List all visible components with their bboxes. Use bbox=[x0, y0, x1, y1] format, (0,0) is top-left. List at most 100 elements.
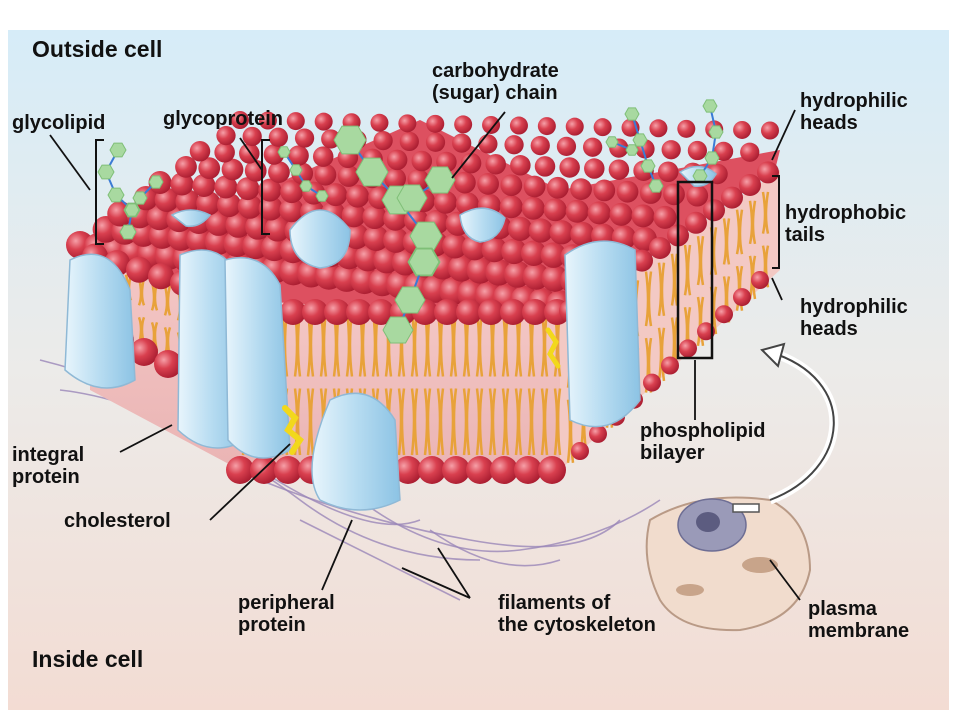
head bbox=[130, 338, 158, 366]
leader-line bbox=[119, 424, 173, 453]
sugar bbox=[692, 169, 708, 183]
head bbox=[280, 299, 306, 325]
head bbox=[433, 190, 457, 214]
head bbox=[583, 137, 603, 157]
filament bbox=[429, 529, 561, 567]
sugar bbox=[124, 203, 140, 217]
sugar bbox=[333, 125, 367, 155]
head bbox=[394, 456, 422, 484]
head bbox=[384, 167, 407, 190]
sugar bbox=[625, 144, 639, 156]
sugar bbox=[708, 125, 724, 139]
glycoprotein-label: glycoprotein bbox=[163, 108, 284, 130]
head bbox=[302, 299, 328, 325]
head bbox=[501, 238, 527, 265]
head bbox=[192, 174, 216, 198]
head bbox=[214, 142, 235, 163]
head bbox=[154, 350, 182, 378]
head bbox=[565, 199, 589, 223]
filament bbox=[259, 479, 621, 548]
sugar bbox=[624, 107, 640, 121]
head bbox=[510, 155, 531, 176]
tail bbox=[556, 388, 562, 456]
leader-line bbox=[401, 567, 471, 599]
tail bbox=[504, 388, 510, 456]
head bbox=[587, 201, 611, 225]
head bbox=[549, 220, 574, 245]
leader-line bbox=[321, 519, 353, 591]
tail bbox=[699, 235, 705, 286]
head bbox=[751, 271, 769, 289]
tail bbox=[478, 388, 484, 456]
head bbox=[258, 111, 277, 130]
head bbox=[237, 194, 263, 219]
leader-line bbox=[771, 277, 783, 301]
head bbox=[314, 112, 333, 131]
leader-line bbox=[49, 134, 91, 191]
sugar bbox=[107, 187, 125, 203]
head bbox=[649, 119, 668, 138]
head bbox=[733, 288, 751, 307]
plasma-membrane-label: plasma membrane bbox=[808, 598, 910, 642]
head bbox=[571, 442, 589, 460]
organelle bbox=[676, 584, 704, 596]
tail bbox=[296, 388, 302, 456]
tail bbox=[712, 286, 718, 335]
head bbox=[442, 233, 468, 259]
head bbox=[411, 150, 433, 172]
head bbox=[346, 184, 370, 208]
sugar bbox=[632, 133, 648, 147]
sugar bbox=[119, 224, 137, 240]
filament bbox=[359, 499, 661, 553]
head bbox=[225, 212, 251, 238]
tail bbox=[660, 262, 666, 316]
head bbox=[452, 133, 472, 153]
head bbox=[609, 202, 633, 226]
peripheral-protein-label: peripheral protein bbox=[238, 592, 335, 636]
head bbox=[258, 196, 283, 221]
nucleolus bbox=[696, 512, 720, 532]
head bbox=[456, 299, 482, 325]
head bbox=[324, 299, 350, 325]
head bbox=[739, 174, 761, 196]
head bbox=[631, 249, 653, 272]
protein bbox=[459, 207, 506, 243]
head bbox=[280, 180, 304, 204]
sugar bbox=[148, 175, 164, 189]
filament bbox=[299, 519, 461, 601]
head bbox=[520, 240, 547, 267]
head bbox=[386, 149, 408, 171]
head bbox=[236, 177, 260, 201]
sugar bbox=[315, 190, 329, 202]
head bbox=[733, 120, 752, 139]
head bbox=[274, 456, 302, 484]
head bbox=[570, 178, 592, 200]
head bbox=[460, 152, 482, 174]
head bbox=[504, 135, 524, 155]
tail bbox=[400, 388, 406, 456]
leader-line bbox=[437, 547, 471, 599]
head bbox=[312, 146, 334, 167]
sugar bbox=[382, 316, 414, 344]
protein bbox=[564, 240, 641, 428]
head bbox=[534, 156, 556, 177]
head bbox=[481, 236, 508, 263]
sugar bbox=[299, 180, 313, 192]
animal-cell-inset bbox=[645, 496, 812, 632]
head bbox=[214, 175, 238, 199]
cholesterol-molecules bbox=[282, 327, 561, 455]
hydrophobic-tails-label: hydrophobic tails bbox=[785, 202, 907, 246]
tail bbox=[738, 209, 744, 255]
head bbox=[175, 156, 197, 178]
outside-cell-label: Outside cell bbox=[32, 36, 163, 62]
head bbox=[559, 157, 580, 178]
protein bbox=[289, 209, 351, 269]
head bbox=[398, 114, 417, 133]
cholesterol bbox=[545, 327, 561, 369]
head bbox=[373, 130, 393, 151]
head bbox=[521, 196, 545, 220]
head bbox=[466, 456, 494, 484]
head bbox=[453, 171, 476, 194]
head bbox=[616, 180, 639, 203]
